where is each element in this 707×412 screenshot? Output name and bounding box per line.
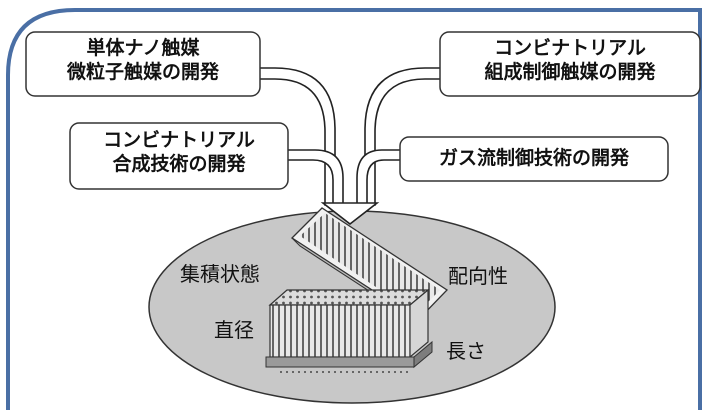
single-nano-line1: 単体ナノ触媒	[86, 37, 200, 59]
combi-composition-line2: 組成制御触媒の開発	[484, 61, 656, 84]
converging-arrows	[257, 67, 443, 226]
box-combi-synthesis-label: コンビナトリアル 合成技術の開発	[70, 128, 288, 177]
label-orientation: 配向性	[448, 264, 508, 288]
box-gas-flow	[399, 136, 669, 182]
vertical-nanotube-block	[265, 288, 433, 373]
box-combi-synthesis	[69, 122, 289, 190]
box-single-nano	[25, 31, 261, 97]
arrow-ribbon-mid-right	[356, 149, 403, 206]
single-nano-line2: 微粒子触媒の開発	[66, 61, 219, 84]
box-single-nano-label: 単体ナノ触媒 微粒子触媒の開発	[26, 36, 260, 85]
box-combi-composition-label: コンビナトリアル 組成制御触媒の開発	[440, 36, 700, 85]
label-integration-state: 集積状態	[180, 262, 260, 286]
outer-frame	[6, 8, 702, 410]
label-length: 長さ	[446, 339, 486, 363]
combi-composition-line1: コンビナトリアル	[494, 37, 646, 59]
combi-synthesis-line2: 合成技術の開発	[112, 153, 246, 176]
label-diameter: 直径	[214, 318, 254, 342]
arrow-head	[320, 202, 380, 226]
combi-synthesis-line1: コンビナトリアル	[103, 129, 255, 151]
arrow-ribbon-mid-left	[286, 149, 344, 206]
box-combi-composition	[439, 31, 701, 97]
gas-flow-line1: ガス流制御技術の開発	[438, 147, 629, 169]
box-gas-flow-label: ガス流制御技術の開発	[400, 146, 668, 170]
